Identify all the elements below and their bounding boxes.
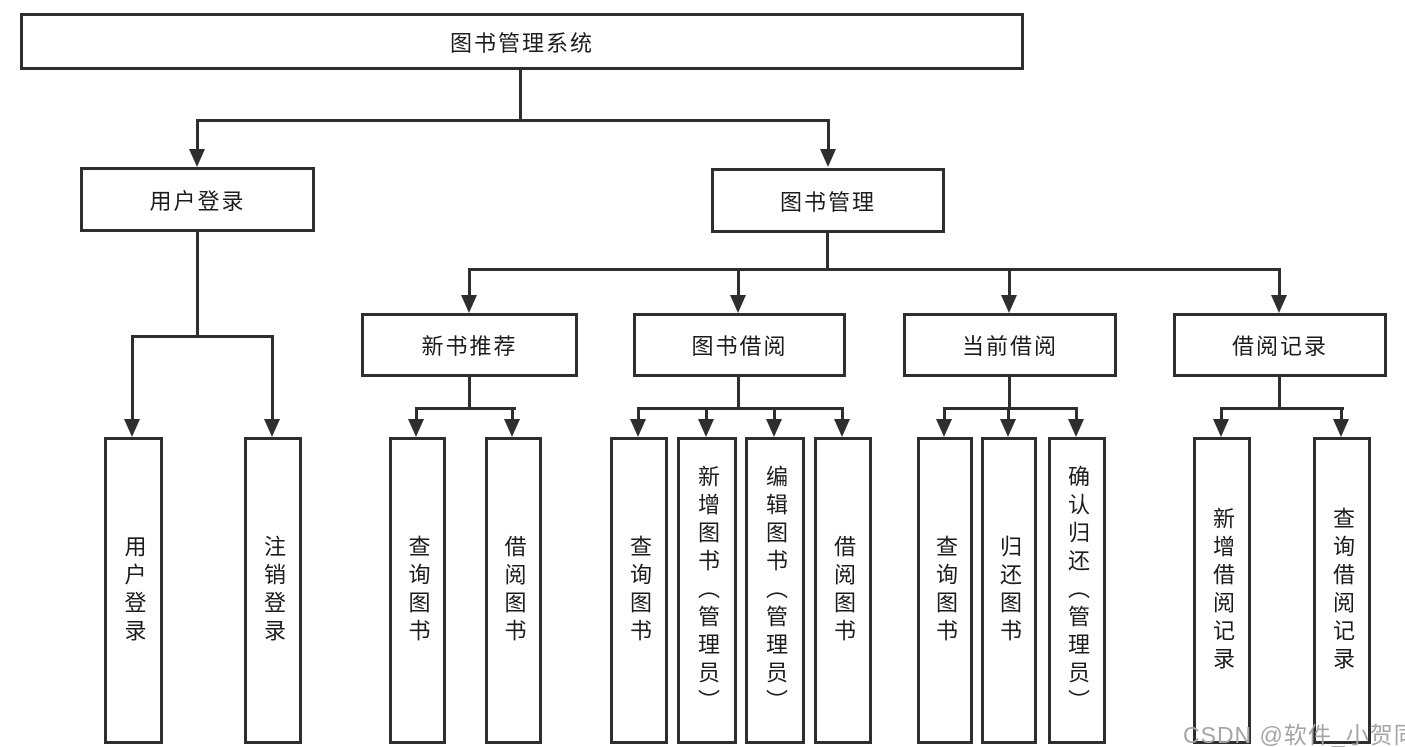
connector-drop-cb-return <box>1007 407 1010 420</box>
connector-drop-book-management <box>827 119 830 152</box>
leaf-bb-query-books: 查询图书 <box>610 437 668 744</box>
connector-drop-bb-borrow <box>841 407 844 420</box>
arrow-down-icon <box>1000 419 1016 437</box>
node-root-label: 图书管理系统 <box>449 30 594 56</box>
leaf-cb-confirm-return-admin: 确认归还（管理员） <box>1048 437 1106 744</box>
arrow-down-icon <box>698 419 714 437</box>
leaf-bb-edit-books-admin: 编辑图书（管理员） <box>745 437 805 744</box>
node-borrow-record-label: 借阅记录 <box>1231 334 1328 359</box>
arrow-down-icon <box>766 419 782 437</box>
node-new-book-recommend-label: 新书推荐 <box>421 334 518 359</box>
node-book-borrow-label: 图书借阅 <box>691 334 788 359</box>
arrow-down-icon <box>461 295 477 313</box>
leaf-logout: 注销登录 <box>244 437 302 744</box>
node-user-login: 用户登录 <box>80 167 315 232</box>
connector-drop-user-login <box>196 119 199 152</box>
connector-drop-new-book-recommend <box>468 268 471 296</box>
connector-borrow-record-bar <box>1220 407 1344 410</box>
connector-book-borrow-stem <box>737 377 740 407</box>
csdn-watermark: CSDN @软件_小贺同学 <box>1183 722 1405 747</box>
node-book-management-label: 图书管理 <box>779 189 876 215</box>
arrow-down-icon <box>1213 419 1229 437</box>
connector-drop-cb-query <box>943 407 946 420</box>
node-current-borrow: 当前借阅 <box>903 313 1117 377</box>
connector-book-management-stem <box>826 233 829 269</box>
connector-user-login-stem <box>196 232 199 336</box>
connector-book-borrow-bar <box>637 407 843 410</box>
node-root: 图书管理系统 <box>20 13 1024 70</box>
arrow-down-icon <box>1001 295 1017 313</box>
arrow-down-icon <box>936 419 952 437</box>
connector-new-book-stem <box>468 377 471 407</box>
connector-drop-nb-borrow <box>511 407 514 420</box>
connector-drop-bb-edit <box>773 407 776 420</box>
connector-drop-bb-add <box>705 407 708 420</box>
node-user-login-label: 用户登录 <box>149 188 246 214</box>
connector-drop-current-borrow <box>1008 268 1011 296</box>
leaf-cb-query-books: 查询图书 <box>917 437 973 744</box>
arrow-down-icon <box>408 419 424 437</box>
connector-drop-br-add <box>1220 407 1223 420</box>
arrow-down-icon <box>820 149 836 167</box>
node-current-borrow-label: 当前借阅 <box>961 334 1058 359</box>
node-book-management: 图书管理 <box>711 168 945 233</box>
connector-root-stem <box>519 70 522 119</box>
connector-new-book-bar <box>415 407 516 410</box>
arrow-down-icon <box>1333 419 1349 437</box>
arrow-down-icon <box>1068 419 1084 437</box>
leaf-bb-borrow-books: 借阅图书 <box>814 437 872 744</box>
leaf-nb-borrow-books: 借阅图书 <box>485 437 542 744</box>
connector-drop-book-borrow <box>737 268 740 296</box>
arrow-down-icon <box>834 419 850 437</box>
node-borrow-record: 借阅记录 <box>1173 313 1387 377</box>
leaf-cb-return-books: 归还图书 <box>981 437 1037 744</box>
leaf-user-login: 用户登录 <box>104 437 163 744</box>
arrow-down-icon <box>504 419 520 437</box>
connector-root-bar <box>196 119 830 122</box>
arrow-down-icon <box>189 149 205 167</box>
connector-drop-leaf-logout <box>271 335 274 420</box>
arrow-down-icon <box>630 419 646 437</box>
connector-user-login-bar <box>131 335 274 338</box>
node-new-book-recommend: 新书推荐 <box>361 313 578 377</box>
arrow-down-icon <box>264 419 280 437</box>
leaf-br-query-record: 查询借阅记录 <box>1313 437 1371 744</box>
connector-drop-br-query <box>1340 407 1343 420</box>
connector-current-borrow-bar <box>943 407 1078 410</box>
connector-drop-nb-query <box>415 407 418 420</box>
connector-book-management-bar <box>468 268 1281 271</box>
arrow-down-icon <box>124 419 140 437</box>
connector-borrow-record-stem <box>1278 377 1281 407</box>
connector-current-borrow-stem <box>1008 377 1011 407</box>
arrow-down-icon <box>730 295 746 313</box>
leaf-bb-add-books-admin: 新增图书（管理员） <box>677 437 737 744</box>
arrow-down-icon <box>1271 295 1287 313</box>
leaf-nb-query-books: 查询图书 <box>389 437 446 744</box>
leaf-br-add-record: 新增借阅记录 <box>1193 437 1251 744</box>
connector-drop-cb-confirm <box>1075 407 1078 420</box>
connector-drop-bb-query <box>637 407 640 420</box>
connector-drop-borrow-record <box>1278 268 1281 296</box>
connector-drop-leaf-user-login <box>131 335 134 420</box>
node-book-borrow: 图书借阅 <box>633 313 846 377</box>
